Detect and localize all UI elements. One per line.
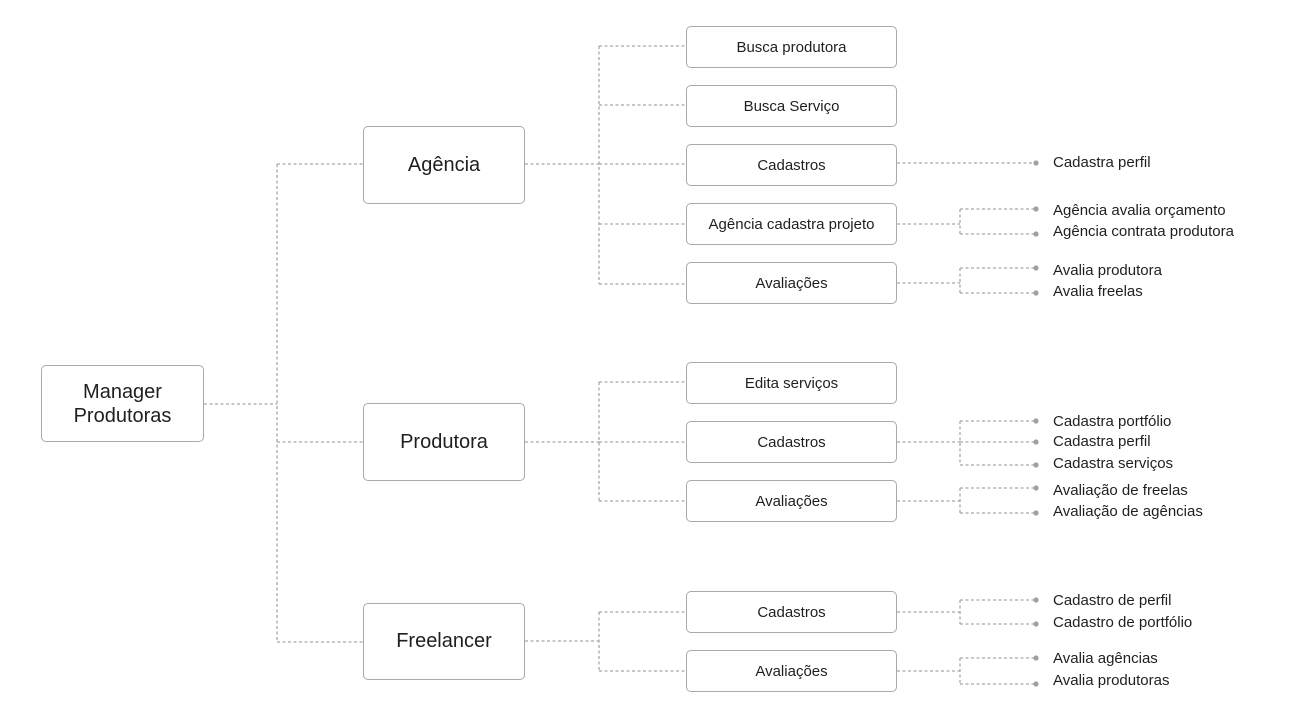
leaf-dot-icon — [1033, 231, 1039, 237]
leaf-item: Agência avalia orçamento — [1053, 202, 1226, 219]
node-label: Cadastros — [757, 156, 826, 174]
leaf-item: Avalia agências — [1053, 650, 1158, 667]
leaf-item: Cadastra perfil — [1053, 154, 1151, 171]
category-agencia[interactable]: Agência — [363, 126, 525, 204]
category-freelancer[interactable]: Freelancer — [363, 603, 525, 680]
node-agencia-cadastra-projeto[interactable]: Agência cadastra projeto — [686, 203, 897, 245]
leaf-item: Cadastro de portfólio — [1053, 614, 1193, 631]
node-label: Agência cadastra projeto — [708, 215, 875, 233]
node-busca-servico[interactable]: Busca Serviço — [686, 85, 897, 127]
leaf-dot-icon — [1033, 485, 1039, 491]
leaf-item: Cadastra portfólio — [1053, 413, 1172, 430]
leaf-item: Cadastra serviços — [1053, 455, 1174, 472]
leaf-item: Cadastro de perfil — [1053, 592, 1172, 609]
leaf-dot-icon — [1033, 265, 1039, 271]
leaf-dot-icon — [1033, 655, 1039, 661]
category-label: Freelancer — [396, 630, 492, 652]
leaf-dot-icon — [1033, 418, 1039, 424]
node-label: Cadastros — [757, 603, 826, 621]
leaf-dot-icon — [1033, 681, 1039, 687]
node-label: Busca produtora — [736, 38, 847, 56]
node-busca-produtora[interactable]: Busca produtora — [686, 26, 897, 68]
node-freelancer-cadastros[interactable]: Cadastros — [686, 591, 897, 633]
node-edita-servicos[interactable]: Edita serviços — [686, 362, 897, 404]
node-label: Avaliações — [755, 492, 828, 510]
node-produtora-avaliacoes[interactable]: Avaliações — [686, 480, 897, 522]
node-produtora-cadastros[interactable]: Cadastros — [686, 421, 897, 463]
root-node-label: Manager Produtoras — [73, 380, 172, 427]
node-label: Edita serviços — [744, 374, 839, 392]
leaf-item: Avaliação de agências — [1053, 503, 1203, 520]
leaf-item: Cadastra perfil — [1053, 433, 1151, 450]
node-label: Busca Serviço — [743, 97, 840, 115]
node-agencia-avaliacoes[interactable]: Avaliações — [686, 262, 897, 304]
leaf-dot-icon — [1033, 462, 1039, 468]
node-label: Cadastros — [757, 433, 826, 451]
category-label: Agência — [407, 153, 481, 176]
leaf-dot-icon — [1033, 439, 1039, 445]
leaf-dot-icon — [1033, 621, 1039, 627]
category-produtora[interactable]: Produtora — [363, 403, 525, 481]
leaf-dot-icon — [1033, 206, 1039, 212]
leaf-item: Avalia freelas — [1053, 283, 1143, 300]
leaf-item: Agência contrata produtora — [1053, 223, 1234, 240]
leaf-dot-icon — [1033, 510, 1039, 516]
node-label: Avaliações — [755, 274, 828, 292]
category-label: Produtora — [400, 430, 488, 453]
root-node[interactable]: Manager Produtoras — [41, 365, 204, 442]
leaf-item: Avaliação de freelas — [1053, 482, 1188, 499]
node-label: Avaliações — [755, 662, 828, 680]
node-freelancer-avaliacoes[interactable]: Avaliações — [686, 650, 897, 692]
leaf-dot-icon — [1033, 160, 1039, 166]
leaf-dot-icon — [1033, 290, 1039, 296]
node-agencia-cadastros[interactable]: Cadastros — [686, 144, 897, 186]
leaf-dot-icon — [1033, 597, 1039, 603]
leaf-item: Avalia produtoras — [1053, 672, 1170, 689]
leaf-item: Avalia produtora — [1053, 262, 1162, 279]
